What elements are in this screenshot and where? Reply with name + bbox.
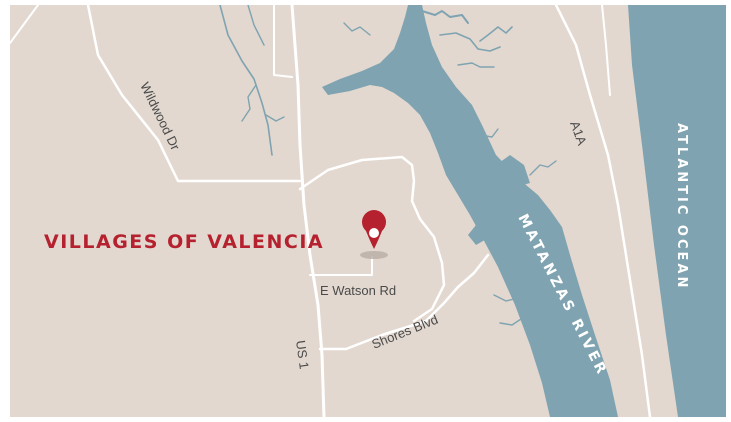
road-label-e-watson: E Watson Rd — [320, 283, 396, 298]
map-canvas: Wildwood Dr A1A E Watson Rd Shores Blvd … — [10, 5, 726, 417]
river-inlet — [496, 155, 530, 187]
ocean-area — [628, 5, 726, 417]
creeks — [219, 5, 557, 326]
river-area — [322, 5, 618, 417]
ocean-label: ATLANTIC OCEAN — [674, 123, 689, 290]
road-label-us1: US 1 — [293, 339, 312, 370]
river-inlet — [468, 220, 490, 245]
location-label: VILLAGES OF VALENCIA — [44, 231, 324, 253]
map: Wildwood Dr A1A E Watson Rd Shores Blvd … — [10, 5, 726, 417]
roads — [10, 5, 652, 417]
map-pin-icon[interactable] — [360, 210, 388, 259]
